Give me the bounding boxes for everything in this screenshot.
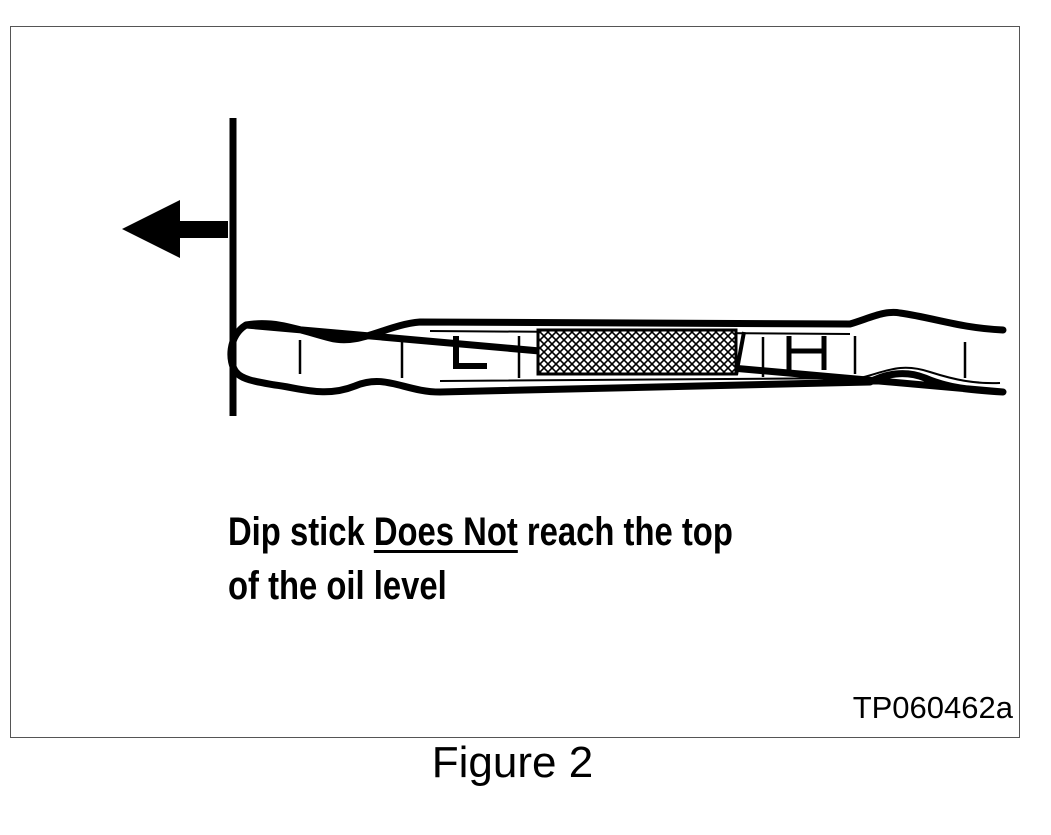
caption-part1: Dip stick	[228, 510, 374, 554]
reference-code: TP060462a	[852, 690, 1013, 725]
caption-emphasis: Does Not	[373, 510, 518, 554]
dipstick	[227, 308, 1007, 396]
dipstick-outline	[227, 308, 1007, 396]
high-mark	[786, 336, 827, 370]
left-arrow-icon	[122, 200, 228, 258]
oil-range-hatch	[536, 328, 738, 376]
caption-line2: of the oil level	[228, 564, 447, 608]
figure-label: Figure 2	[431, 738, 594, 787]
caption-part2: reach the top	[517, 510, 733, 554]
low-mark	[453, 336, 487, 369]
diagram-caption: Dip stick Does Not reach the top of the …	[228, 505, 802, 613]
